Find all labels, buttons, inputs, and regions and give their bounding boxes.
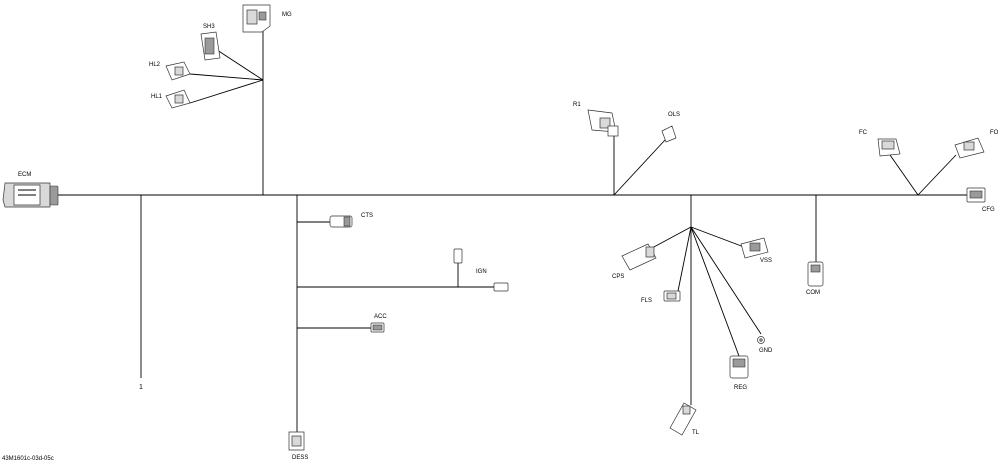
cts-connector [329, 215, 353, 228]
cfg-connector [966, 187, 986, 203]
label-cfg: CFG [982, 207, 995, 213]
reg-connector [729, 355, 749, 379]
r1-connector [587, 109, 619, 137]
fo-connector [954, 137, 985, 159]
label-mg: MG [282, 12, 292, 18]
label-cts: CTS [361, 213, 373, 219]
branch-fc-fo [889, 154, 919, 196]
label-tl: TL [692, 430, 700, 436]
fc-connector [877, 138, 901, 157]
com-connector [807, 261, 824, 287]
label-r1: R1 [573, 102, 581, 108]
label-ecm: ECM [18, 172, 31, 178]
label-reg: REG [734, 385, 747, 391]
hl2-connector [165, 61, 191, 81]
label-gnd: GND [759, 348, 773, 354]
acc-connector [370, 322, 385, 333]
callout-number: 1 [139, 384, 143, 391]
label-com: COM [806, 290, 820, 296]
label-fc: FC [859, 130, 868, 136]
tl-connector [669, 402, 697, 436]
label-hl2: HL2 [149, 62, 161, 68]
sh3-connector [200, 31, 221, 61]
harness-wires [58, 30, 968, 432]
dess-connector [288, 431, 305, 451]
cps-connector [621, 243, 657, 271]
ign-connector [453, 248, 509, 292]
connector-labels: ECM MG SH3 HL2 HL1 CTS IGN ACC DESS R1 O… [18, 12, 999, 461]
label-fo: FO [990, 130, 999, 136]
drawing-id: 43M1601c-03d-05c [2, 456, 54, 462]
mg-connector [242, 4, 271, 33]
label-sh3: SH3 [203, 24, 215, 30]
label-hl1: HL1 [151, 94, 163, 100]
label-dess: DESS [292, 455, 308, 461]
hl1-connector [165, 89, 191, 109]
label-fls: FLS [641, 298, 652, 304]
label-ols: OLS [668, 112, 680, 118]
ecm-connector [2, 182, 59, 208]
gnd-connector [757, 336, 765, 344]
label-cps: CPS [612, 274, 624, 280]
fls-connector [663, 290, 681, 302]
label-ign: IGN [476, 269, 487, 275]
ols-connector [661, 125, 677, 143]
label-vss: VSS [760, 258, 772, 264]
label-acc: ACC [374, 314, 387, 320]
vss-connector [740, 237, 769, 259]
